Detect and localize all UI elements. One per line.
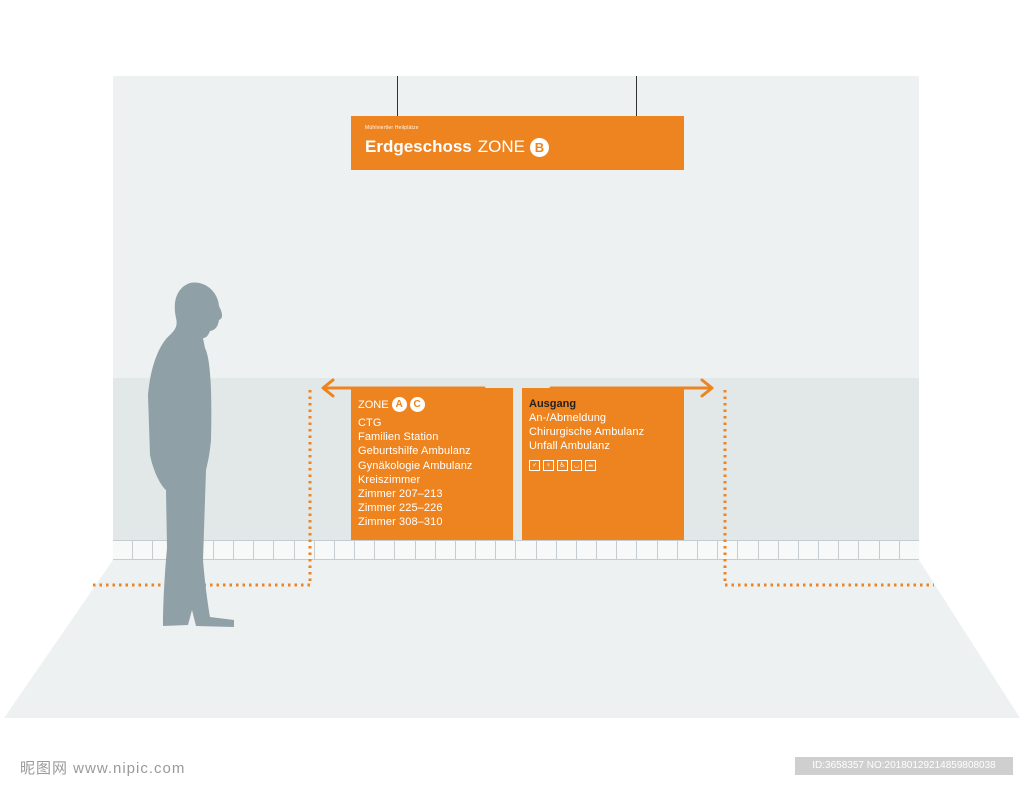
- baseboard-tile: [295, 541, 315, 559]
- list-item: Zimmer 207–213: [358, 488, 443, 501]
- zone-label: ZONE: [358, 398, 389, 411]
- baseboard-tile: [819, 541, 840, 559]
- exit-title: Ausgang: [529, 398, 577, 410]
- baseboard-tile: [174, 541, 194, 559]
- list-item: Unfall Ambulanz: [529, 440, 610, 453]
- baseboard-tile: [335, 541, 356, 559]
- destination-list: An-/Abmeldung Chirurgische Ambulanz Unfa…: [529, 411, 677, 454]
- hanging-wire-right: [636, 76, 637, 116]
- baseboard-tile: [859, 541, 880, 559]
- baseboard-tile: [678, 541, 698, 559]
- baseboard-tile: [738, 541, 759, 559]
- watermark-site: 昵图网 www.nipic.com: [20, 760, 186, 777]
- zone-letter-badge: B: [530, 137, 549, 157]
- wall-lower-band: [113, 378, 919, 540]
- baseboard-tile: [900, 541, 919, 559]
- right-direction-sign: Ausgang An-/Abmeldung Chirurgische Ambul…: [522, 388, 684, 540]
- cafe-icon: ☕: [585, 459, 596, 471]
- baseboard-tile: [436, 541, 456, 559]
- left-direction-sign: ZONE A C CTG Familien Station Geburtshil…: [351, 388, 513, 540]
- baseboard-tile: [476, 541, 497, 559]
- baseboard-tile: [456, 541, 477, 559]
- baseboard-tile: [880, 541, 900, 559]
- baseboard-tile: [153, 541, 174, 559]
- baseboard-tile: [557, 541, 577, 559]
- baby-change-icon: ◡: [571, 459, 582, 471]
- destination-list: CTG Familien Station Geburtshilfe Ambula…: [358, 416, 506, 530]
- baseboard-tile: [637, 541, 658, 559]
- toilet-women-icon: ♀: [543, 459, 554, 471]
- pictogram-row: ♂ ♀ ♿ ◡ ☕: [529, 459, 677, 471]
- hanging-wire-left: [397, 76, 398, 116]
- baseboard-tile: [718, 541, 739, 559]
- baseboard-tile: [496, 541, 517, 559]
- baseboard-tile: [779, 541, 799, 559]
- baseboard-tiles: [113, 540, 919, 560]
- list-item: Chirurgische Ambulanz: [529, 426, 645, 439]
- list-item: Geburtshilfe Ambulanz: [358, 445, 471, 458]
- list-item: CTG: [358, 417, 382, 429]
- baseboard-tile: [416, 541, 436, 559]
- zone-letter-badge: C: [409, 397, 425, 412]
- list-item: Gynäkologie Ambulanz: [358, 459, 473, 472]
- baseboard-tile: [234, 541, 255, 559]
- list-item: Zimmer 225–226: [358, 502, 443, 515]
- baseboard-tile: [113, 541, 134, 559]
- watermark-id: ID:3658357 NO:20180129214859808038: [795, 757, 1013, 775]
- baseboard-tile: [214, 541, 235, 559]
- baseboard-tile: [274, 541, 295, 559]
- hanging-zone-sign: Mühlviertler Heilplätze Erdgeschoss ZONE…: [351, 116, 684, 170]
- baseboard-tile: [759, 541, 779, 559]
- baseboard-tile: [516, 541, 537, 559]
- baseboard-tile: [799, 541, 820, 559]
- baseboard-tile: [355, 541, 376, 559]
- list-item: Kreiszimmer: [358, 473, 421, 486]
- baseboard-tile: [577, 541, 598, 559]
- baseboard-tile: [254, 541, 275, 559]
- baseboard-tile: [597, 541, 618, 559]
- zone-row: ZONE A C: [358, 397, 506, 412]
- baseboard-tile: [375, 541, 396, 559]
- baseboard-tile: [395, 541, 416, 559]
- zone-label: ZONE: [477, 137, 525, 156]
- toilet-men-icon: ♂: [529, 459, 540, 471]
- baseboard-tile: [537, 541, 557, 559]
- list-item: Familien Station: [358, 431, 439, 444]
- zone-letter-badge: A: [391, 397, 407, 412]
- baseboard-tile: [658, 541, 678, 559]
- baseboard-tile: [133, 541, 154, 559]
- list-item: An-/Abmeldung: [529, 412, 607, 424]
- wheelchair-icon: ♿: [557, 459, 568, 471]
- list-item: Zimmer 308–310: [358, 516, 443, 529]
- baseboard-tile: [617, 541, 638, 559]
- baseboard-tile: [315, 541, 335, 559]
- baseboard-tile: [194, 541, 214, 559]
- baseboard-tile: [698, 541, 719, 559]
- baseboard-tile: [839, 541, 860, 559]
- floor-name: Erdgeschoss: [365, 137, 472, 156]
- sign-subtitle: Mühlviertler Heilplätze: [365, 125, 419, 131]
